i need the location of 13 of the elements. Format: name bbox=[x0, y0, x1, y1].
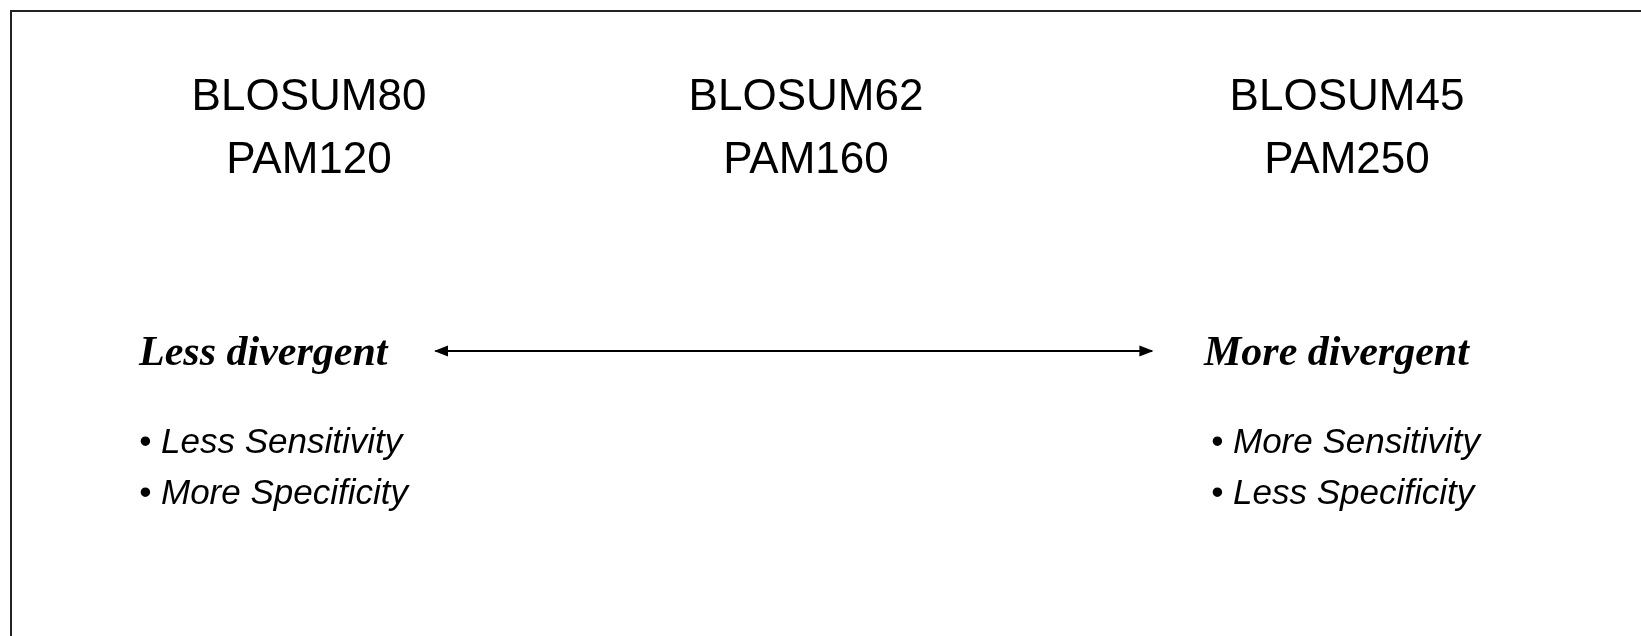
bullet-point: • More Sensitivity bbox=[1211, 423, 1480, 458]
divergence-label: More divergent bbox=[1204, 330, 1469, 372]
matrix-name: PAM120 bbox=[226, 136, 392, 180]
bullet-point: • Less Sensitivity bbox=[139, 423, 403, 458]
double-headed-arrow bbox=[434, 345, 1154, 357]
bullet-point: • Less Specificity bbox=[1211, 474, 1475, 509]
matrix-name: PAM250 bbox=[1264, 136, 1430, 180]
matrix-name: BLOSUM45 bbox=[1229, 73, 1465, 117]
matrix-name: BLOSUM80 bbox=[191, 73, 427, 117]
bullet-point: • More Specificity bbox=[139, 474, 408, 509]
matrix-name: PAM160 bbox=[723, 136, 889, 180]
matrix-name: BLOSUM62 bbox=[688, 73, 924, 117]
divergence-label: Less divergent bbox=[139, 330, 388, 372]
